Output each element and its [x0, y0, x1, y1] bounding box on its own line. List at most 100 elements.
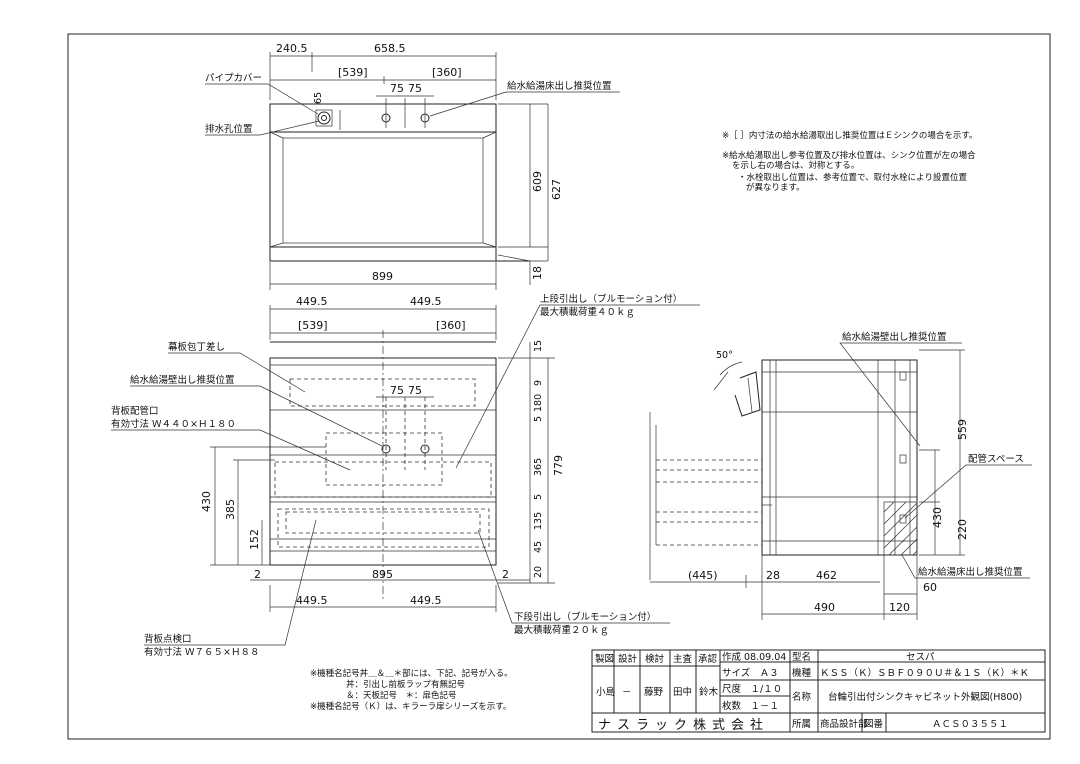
- tb-zuban: ＡＣＳ０３５５１: [932, 719, 1008, 730]
- tb-sign-shusa: 田中: [673, 686, 692, 698]
- label-wall-supply-front: 給水給湯壁出し推奨位置: [130, 374, 235, 386]
- label-floor-supply-top: 給水給湯床出し推奨位置: [507, 80, 612, 92]
- dim-658-5: 658.5: [374, 42, 406, 55]
- note-2a: ※給水給湯取出し参考位置及び排水位置は、シンク位置が左の場合: [722, 150, 976, 161]
- dim-side-430: 430: [931, 507, 944, 528]
- label-upper-drawer: 上段引出し（ブルモーション付）: [540, 293, 682, 305]
- dim-539-top: [539]: [338, 66, 368, 79]
- label-back-pipe-size: 有効寸法 Ｗ４４０×Ｈ１８０: [111, 418, 236, 430]
- dim-5-a: 5: [533, 416, 544, 422]
- dim-angle-50: 50°: [716, 350, 733, 361]
- dim-180: 180: [533, 394, 544, 412]
- tb-company: ナスラック株式会社: [598, 717, 769, 733]
- tb-sign-seizu: 小島: [596, 686, 615, 698]
- tb-head-seizu: 製図: [595, 653, 614, 665]
- dim-front-75-a: 75: [390, 384, 404, 397]
- tb-head-shusa: 主査: [673, 653, 693, 665]
- dim-75-top-b: 75: [408, 82, 422, 95]
- model-note-1: ※機種名記号丼＿＆＿＊部には、下記、記号が入る。: [310, 668, 513, 679]
- dim-front-539: [539]: [298, 319, 328, 332]
- dim-490: 490: [814, 601, 835, 614]
- front-view: 449.5 449.5 [539] [360] 75 75 15 9 180 5…: [111, 293, 700, 658]
- dim-18: 18: [531, 266, 544, 280]
- dim-135: 135: [533, 512, 544, 530]
- tb-zuban-head: 図番: [864, 718, 884, 730]
- dim-15: 15: [533, 340, 544, 352]
- tb-kishu: ＫＳＳ（Ｋ）ＳＢＦ０９０Ｕ＃＆１Ｓ（Ｋ）＊Ｋ: [820, 667, 1029, 679]
- label-drain: 排水孔位置: [205, 123, 253, 135]
- label-floor-supply-side: 給水給湯床出し推奨位置: [918, 566, 1023, 578]
- dim-front-449-5-c: 449.5: [296, 594, 328, 607]
- tb-sign-shonin: 鈴木: [699, 686, 719, 698]
- dim-front-449-5-b: 449.5: [410, 295, 442, 308]
- dim-20: 20: [533, 566, 544, 578]
- dim-45: 45: [533, 541, 544, 553]
- dim-65: 65: [313, 92, 324, 104]
- label-back-inspect-size: 有効寸法 Ｗ７６５×Ｈ８８: [144, 646, 259, 658]
- label-kickboard: 幕板包丁差し: [168, 341, 225, 353]
- dim-220: 220: [956, 519, 969, 540]
- top-view: 240.5 658.5 [539] [360] 75 75 65 609 627…: [205, 42, 620, 290]
- tb-head-sekkei: 設計: [618, 653, 638, 665]
- dim-385: 385: [224, 499, 237, 520]
- dim-559: 559: [956, 419, 969, 440]
- dim-365: 365: [533, 458, 544, 476]
- tb-shozoku-head: 所属: [792, 719, 811, 730]
- model-note-4: ※機種名記号（Ｋ）は、キラーラ扉シリーズを示す。: [310, 701, 511, 712]
- tb-sakusei: 作成 08.09.04: [722, 651, 786, 663]
- dim-445: (445): [688, 569, 718, 582]
- dim-front-449-5-a: 449.5: [296, 295, 328, 308]
- title-block: 製図 設計 検討 主査 承認 小島 － 藤野 田中 鈴木 作成 08.09.04…: [591, 649, 1046, 733]
- tb-maisu: 枚数 １－１: [722, 700, 779, 712]
- tb-sign-kento: 藤野: [644, 686, 664, 698]
- label-upper-load: 最大積載荷重４０ｋｇ: [540, 306, 635, 318]
- tb-shakudo: 尺度 １/１０: [722, 683, 782, 695]
- tb-kishu-head: 機種: [792, 667, 812, 679]
- tb-head-shonin: 承認: [698, 653, 718, 665]
- dim-360-top: [360]: [432, 66, 462, 79]
- model-note-2: 丼：引出し前板ラップ有無記号: [346, 679, 465, 690]
- tb-shozoku: 商品設計部: [820, 718, 868, 730]
- dim-front-75-b: 75: [408, 384, 422, 397]
- label-lower-drawer: 下段引出し（ブルモーション付）: [514, 611, 656, 623]
- model-note-3: ＆：天板記号 ＊：扉色記号: [346, 690, 457, 701]
- dim-627: 627: [550, 179, 563, 200]
- dim-75-top-a: 75: [390, 82, 404, 95]
- label-lower-load: 最大積載荷重２０ｋｇ: [514, 624, 609, 636]
- label-back-pipe: 背板配管口: [111, 405, 159, 417]
- dim-front-449-5-d: 449.5: [410, 594, 442, 607]
- dim-28: 28: [766, 569, 780, 582]
- dim-240-5: 240.5: [276, 42, 308, 55]
- dim-895: 895: [372, 568, 393, 581]
- label-back-inspect: 背板点検口: [144, 633, 192, 645]
- dim-5-b: 5: [533, 494, 544, 500]
- dim-430: 430: [200, 491, 213, 512]
- tb-katamei: セスパ: [906, 652, 935, 663]
- label-wall-supply-side: 給水給湯壁出し推奨位置: [842, 331, 947, 343]
- tb-head-kento: 検討: [645, 653, 665, 665]
- tb-sign-sekkei: －: [622, 687, 632, 698]
- dim-462: 462: [816, 569, 837, 582]
- dim-899: 899: [372, 270, 393, 283]
- label-pipe-space: 配管スペース: [968, 453, 1024, 465]
- drain-hole: [317, 111, 331, 125]
- pipe-space-hatch: [883, 501, 918, 556]
- note-3a: ・水栓取出し位置は、参考位置で、取付水栓により設置位置: [738, 172, 967, 183]
- tb-size: サイズ Ａ３: [722, 667, 779, 679]
- tb-katamei-head: 型名: [792, 651, 811, 663]
- model-notes: ※機種名記号丼＿＆＿＊部には、下記、記号が入る。 丼：引出し前板ラップ有無記号 …: [310, 668, 513, 712]
- note-2b: を示し右の場合は、対称とする。: [732, 160, 859, 171]
- dim-779: 779: [552, 455, 565, 476]
- dim-9: 9: [533, 380, 544, 386]
- dim-side-2-a: 2: [254, 568, 261, 581]
- note-3b: が異なります。: [746, 182, 805, 193]
- side-view: 50° 559 430 220 (445) 28 462 490 120 60: [649, 331, 1032, 620]
- tb-meisho: 台輪引出付シンクキャビネット外観図(H800): [828, 691, 1022, 703]
- dim-120: 120: [889, 601, 910, 614]
- notes-block: ※［ ］内寸法の給水給湯取出し推奨位置はＥシンクの場合を示す。 ※給水給湯取出し…: [722, 130, 977, 193]
- dim-609: 609: [531, 171, 544, 192]
- note-1: ※［ ］内寸法の給水給湯取出し推奨位置はＥシンクの場合を示す。: [722, 130, 977, 141]
- dim-152: 152: [248, 529, 261, 550]
- dim-front-360: [360]: [436, 319, 466, 332]
